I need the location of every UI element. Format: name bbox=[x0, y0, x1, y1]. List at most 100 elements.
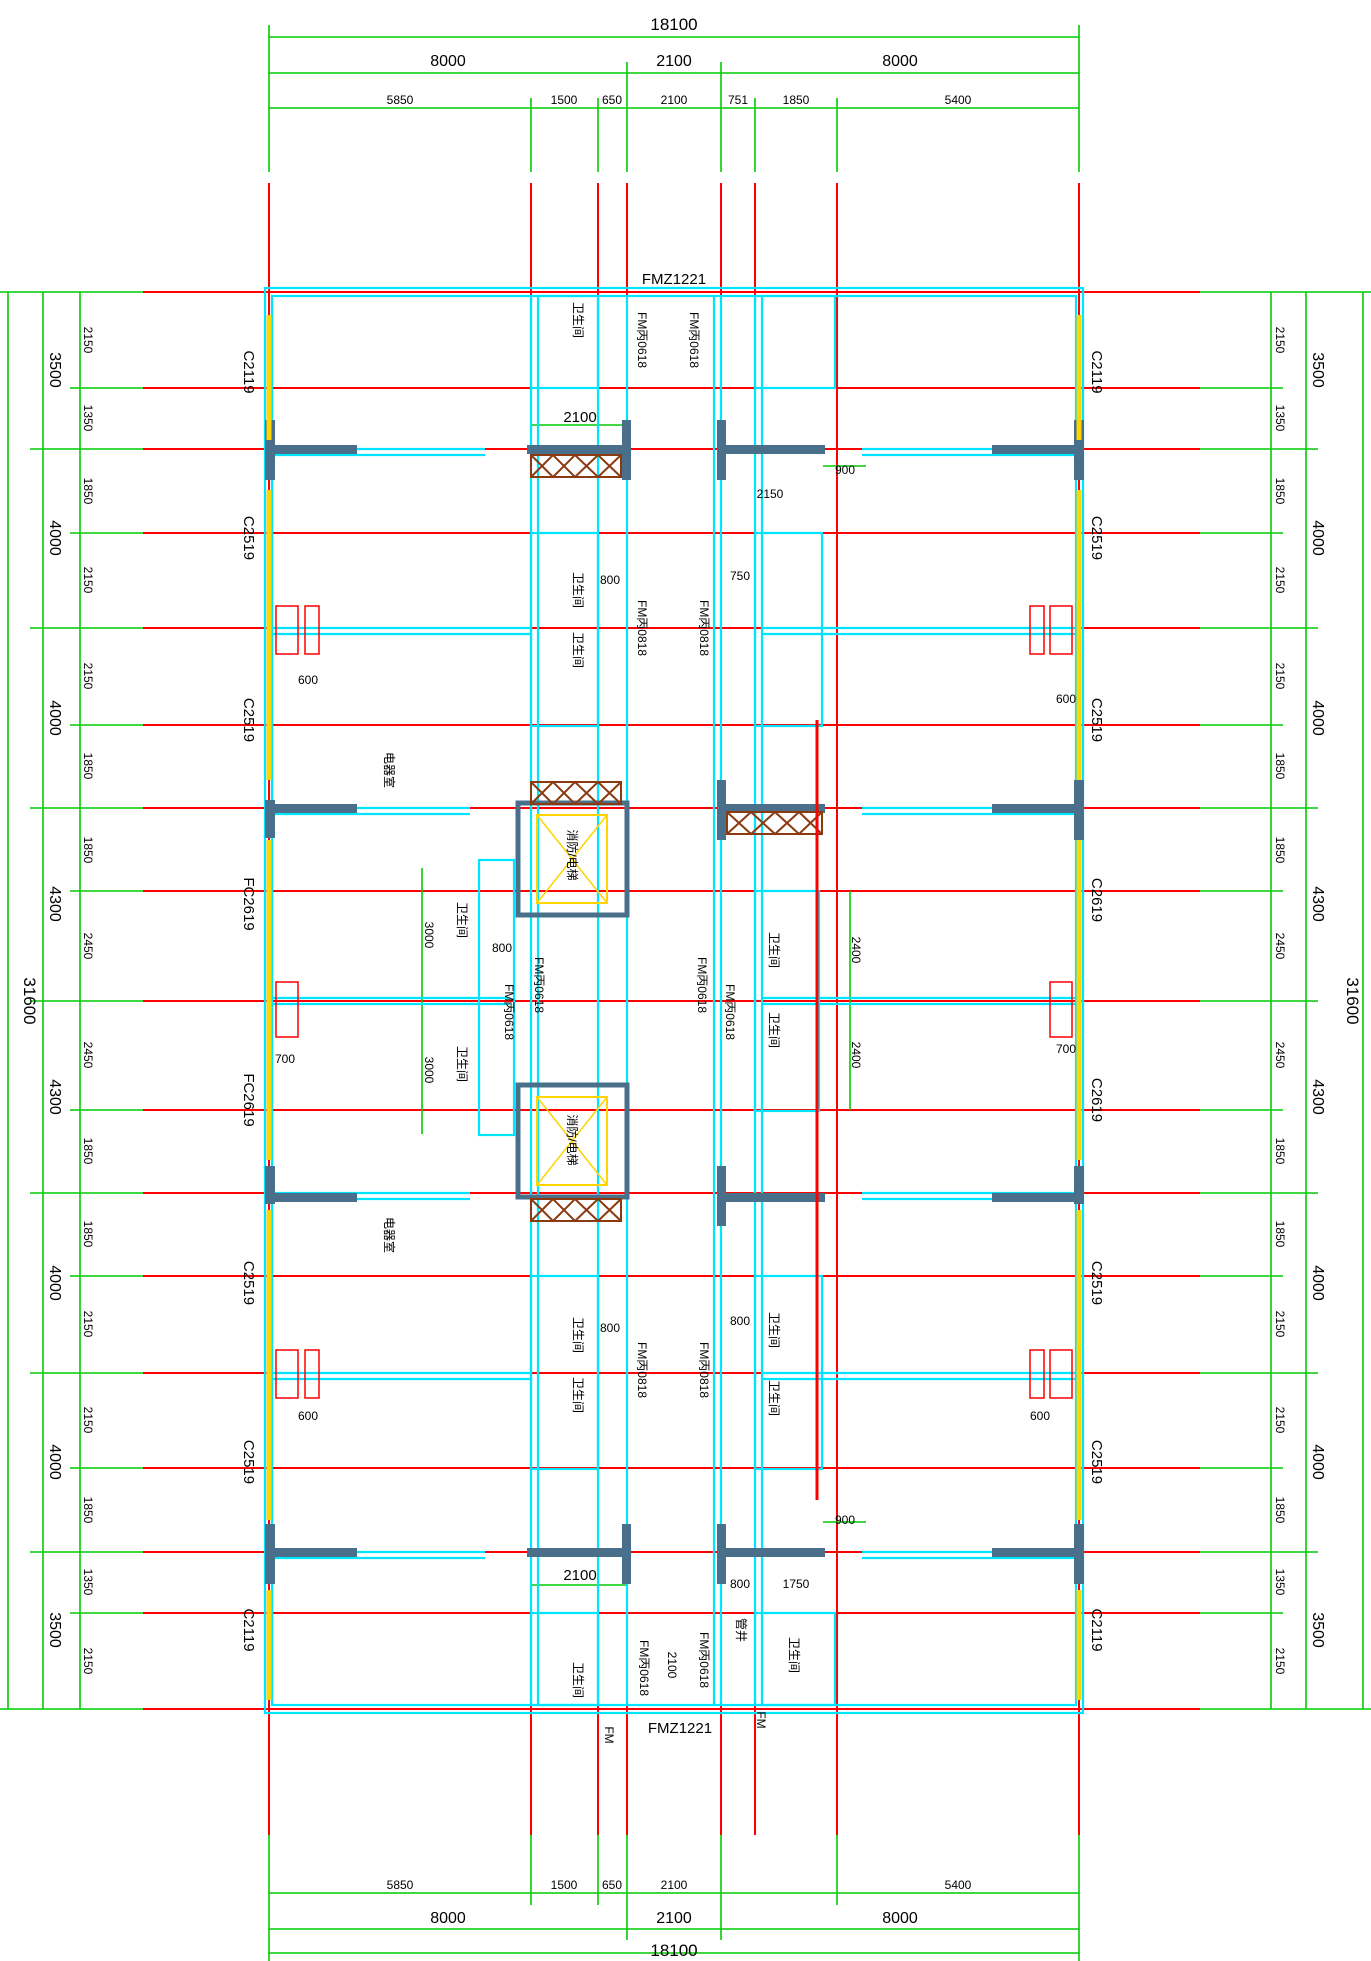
room-label: 卫生间 bbox=[571, 632, 585, 668]
door-label: FM丙0818 bbox=[635, 1342, 649, 1398]
inner-dim: 800 bbox=[600, 573, 620, 587]
room-label: 电器室 bbox=[382, 752, 397, 788]
inner-dim: 3000 bbox=[422, 1057, 436, 1084]
door-label: FM丙0618 bbox=[723, 984, 737, 1040]
dim-left-small: 2150 bbox=[81, 567, 95, 594]
dim-bottom-small: 650 bbox=[602, 1878, 622, 1892]
dim-left-small: 2150 bbox=[81, 327, 95, 354]
dim-left-mid: 4000 bbox=[46, 520, 63, 556]
window-label: C2519 bbox=[240, 516, 257, 560]
window-label: FC2619 bbox=[240, 1073, 257, 1126]
room-label: 卫生间 bbox=[571, 572, 585, 608]
inner-dim: 800 bbox=[730, 1577, 750, 1591]
door-label: FM丙0618 bbox=[502, 984, 516, 1040]
dim-left-mid: 4000 bbox=[46, 700, 63, 736]
room-label: 卫生间 bbox=[787, 1637, 801, 1673]
dim-right-small: 2150 bbox=[1273, 1648, 1287, 1675]
window-label: C2519 bbox=[1088, 516, 1105, 560]
door-label: FM丙0618 bbox=[697, 1632, 711, 1688]
inner-dim: 700 bbox=[1056, 1042, 1076, 1056]
room-label: 卫生间 bbox=[767, 1380, 781, 1416]
dim-left-small: 2150 bbox=[81, 1648, 95, 1675]
room-label: 卫生间 bbox=[571, 1377, 585, 1413]
dim-right-small: 1850 bbox=[1273, 478, 1287, 505]
inner-dim: 600 bbox=[298, 673, 318, 687]
dim-bottom-small: 5400 bbox=[945, 1878, 972, 1892]
dim-top-mid: 8000 bbox=[430, 53, 466, 70]
dim-bottom-mid: 8000 bbox=[430, 1910, 466, 1927]
inner-dim: 800 bbox=[600, 1321, 620, 1335]
door-label: FM丙0618 bbox=[635, 312, 649, 368]
dim-right-small: 1850 bbox=[1273, 1138, 1287, 1165]
dim-total-left: 31600 bbox=[20, 977, 39, 1024]
inner-dim: 3000 bbox=[422, 922, 436, 949]
dim-top-small: 5400 bbox=[945, 93, 972, 107]
inner-dim: 900 bbox=[835, 463, 855, 477]
door-label: FM丙0618 bbox=[637, 1640, 651, 1696]
door-label-entry: FMZ1221 bbox=[642, 271, 706, 288]
dim-right-small: 1350 bbox=[1273, 1569, 1287, 1596]
dim-left-small: 2450 bbox=[81, 933, 95, 960]
window-label: C2519 bbox=[240, 698, 257, 742]
dim-right-mid: 3500 bbox=[1309, 352, 1326, 388]
dim-left-mid: 4000 bbox=[46, 1444, 63, 1480]
dim-total-top: 18100 bbox=[650, 15, 697, 34]
door-label: FM bbox=[754, 1711, 768, 1728]
inner-dim: 2400 bbox=[849, 1042, 863, 1069]
axis-grid bbox=[143, 183, 1200, 1835]
dim-left-small: 2150 bbox=[81, 1407, 95, 1434]
dim-left-small: 1850 bbox=[81, 837, 95, 864]
inner-dim: 750 bbox=[730, 569, 750, 583]
room-label: 卫生间 bbox=[571, 302, 585, 338]
dim-total-bottom: 18100 bbox=[650, 1941, 697, 1960]
inner-dim: 600 bbox=[1056, 692, 1076, 706]
dim-left-mid: 4000 bbox=[46, 1265, 63, 1301]
door-label: FM丙0618 bbox=[695, 957, 709, 1013]
room-label: 消防/电梯 bbox=[565, 829, 580, 880]
door-label: FM丙0818 bbox=[635, 600, 649, 656]
window-strips bbox=[266, 315, 1082, 1700]
window-label: C2119 bbox=[240, 1608, 257, 1651]
room-label: 卫生间 bbox=[767, 1012, 781, 1048]
dim-right-mid: 4000 bbox=[1309, 1444, 1326, 1480]
dim-left-small: 2150 bbox=[81, 663, 95, 690]
dim-top-small: 1850 bbox=[783, 93, 810, 107]
dim-right-mid: 4300 bbox=[1309, 886, 1326, 922]
dim-right-small: 1850 bbox=[1273, 1497, 1287, 1524]
dim-top-small: 5850 bbox=[387, 93, 414, 107]
dim-left-small: 1850 bbox=[81, 1497, 95, 1524]
inner-dim: 600 bbox=[1030, 1409, 1050, 1423]
dim-right-small: 1850 bbox=[1273, 837, 1287, 864]
dim-right-mid: 4000 bbox=[1309, 1265, 1326, 1301]
room-label: 卫生间 bbox=[571, 1662, 585, 1698]
inner-dim: 700 bbox=[275, 1052, 295, 1066]
dim-bottom-small: 5850 bbox=[387, 1878, 414, 1892]
dimension-lines bbox=[0, 25, 1371, 1961]
window-label: C2519 bbox=[240, 1261, 257, 1305]
dim-right-small: 1850 bbox=[1273, 1221, 1287, 1248]
window-label: C2119 bbox=[1088, 350, 1105, 393]
inner-dim: 2100 bbox=[665, 1652, 679, 1679]
dim-left-small: 1850 bbox=[81, 1221, 95, 1248]
dim-right-mid: 4000 bbox=[1309, 700, 1326, 736]
inner-dim: 600 bbox=[298, 1409, 318, 1423]
columns bbox=[265, 420, 1084, 1584]
dim-top-small: 650 bbox=[602, 93, 622, 107]
dim-right-mid: 4000 bbox=[1309, 520, 1326, 556]
room-label: 卫生间 bbox=[455, 1046, 469, 1082]
room-label: 卫生间 bbox=[767, 932, 781, 968]
dim-total-right: 31600 bbox=[1343, 977, 1362, 1024]
dim-right-small: 2150 bbox=[1273, 663, 1287, 690]
dim-right-small: 2150 bbox=[1273, 327, 1287, 354]
room-label: 卫生间 bbox=[767, 1312, 781, 1348]
room-label: 消防/电梯 bbox=[565, 1114, 580, 1165]
dim-bottom-small: 1500 bbox=[551, 1878, 578, 1892]
dim-right-small: 1350 bbox=[1273, 405, 1287, 432]
dim-left-mid: 4300 bbox=[46, 1079, 63, 1115]
inner-dim: 2400 bbox=[849, 937, 863, 964]
inner-dim: 1750 bbox=[783, 1577, 810, 1591]
inner-dim: 2100 bbox=[563, 1567, 596, 1584]
window-label: C2519 bbox=[1088, 698, 1105, 742]
window-label: C2519 bbox=[240, 1440, 257, 1484]
